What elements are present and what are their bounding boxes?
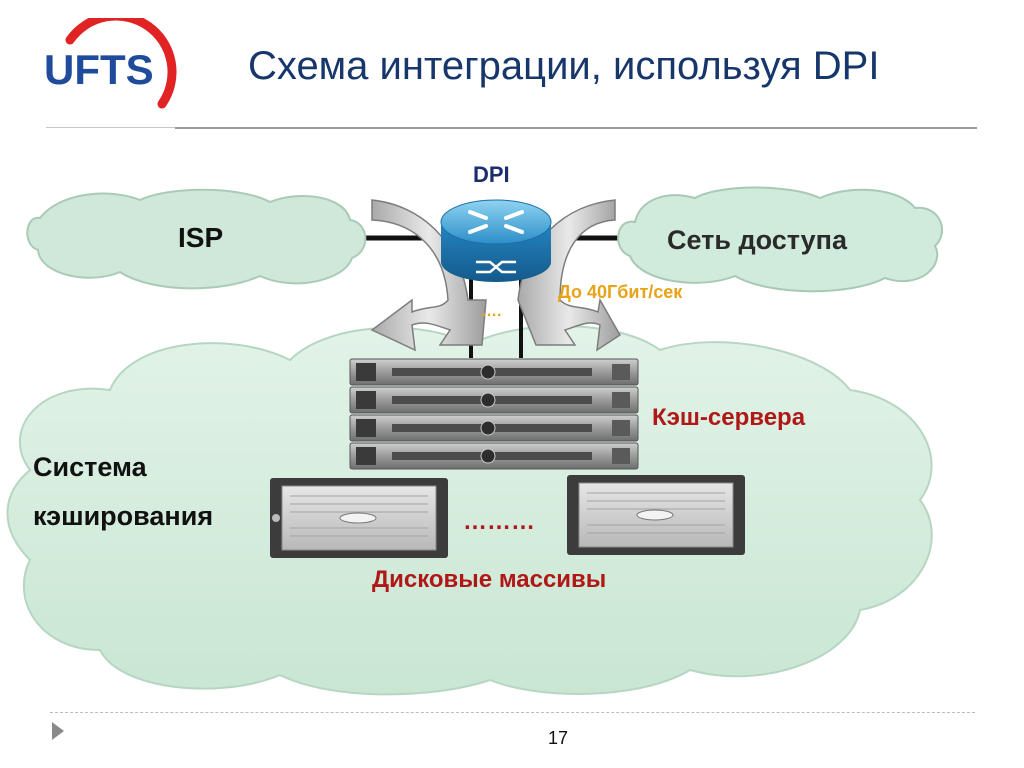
title-rule-left — [46, 127, 175, 128]
cache-server — [349, 414, 639, 442]
access-network-cloud — [617, 186, 944, 293]
disk-array-right — [567, 475, 745, 555]
cache-servers-label: Кэш-сервера — [652, 404, 806, 431]
ufts-logo: UFTS — [40, 11, 180, 118]
cache-server-stack — [349, 358, 639, 470]
footer-rule — [50, 712, 975, 713]
dpi-router-icon — [440, 199, 552, 282]
access-network-label: Сеть доступа — [667, 225, 848, 255]
cache-server — [349, 358, 639, 386]
throughput-label: До 40Гбит/сек — [558, 282, 683, 302]
integration-diagram — [6, 186, 944, 696]
caching-system-label-line2: кэширования — [33, 501, 214, 531]
page-number: 17 — [548, 728, 569, 748]
cache-server — [349, 442, 639, 470]
link-ellipsis: …. — [481, 303, 502, 320]
cache-server — [349, 386, 639, 414]
isp-cloud — [26, 188, 367, 290]
slide-title: Схема интеграции, используя DPI — [248, 44, 880, 88]
title-rule — [175, 127, 977, 129]
isp-label: ISP — [178, 222, 224, 253]
caching-system-label-line1: Система — [33, 452, 147, 482]
disk-array-left — [270, 478, 448, 558]
dpi-label: DPI — [473, 162, 510, 187]
disk-arrays-label: Дисковые массивы — [372, 566, 607, 593]
logo-text: UFTS — [44, 46, 154, 93]
disk-ellipsis: ……… — [463, 508, 535, 535]
caching-system-cloud — [6, 325, 933, 696]
next-slide-arrow-icon[interactable] — [52, 722, 64, 740]
